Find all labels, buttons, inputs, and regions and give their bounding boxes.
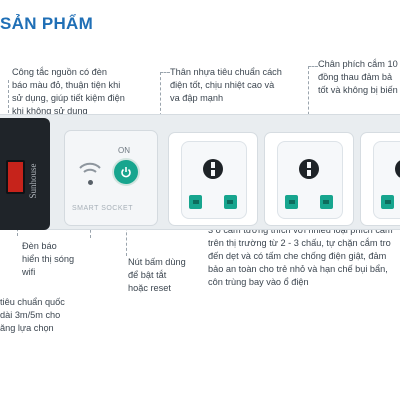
power-icon <box>121 167 131 178</box>
note-plastic-body: Thân nhựa tiêu chuẩn cách điện tốt, chịu… <box>170 66 282 105</box>
slot <box>211 170 215 176</box>
ground-slot <box>299 159 319 179</box>
wifi-icon <box>79 162 101 173</box>
note-line: ăng lựa chọn <box>0 323 54 333</box>
leader-line <box>160 72 161 152</box>
note-line: Nút bấm dùng <box>128 257 186 267</box>
slot <box>227 200 233 204</box>
leader-line <box>160 72 170 73</box>
note-line: Công tắc nguồn có đèn <box>12 67 108 77</box>
note-line: Thân nhựa tiêu chuẩn cách <box>170 67 282 77</box>
slot <box>385 200 391 204</box>
smart-module <box>64 130 158 226</box>
note-line: hoặc reset <box>128 283 171 293</box>
leader-line <box>308 66 318 67</box>
on-label: ON <box>118 146 130 155</box>
note-line: tiêu chuẩn quốc <box>0 297 65 307</box>
module-label: SMART SOCKET <box>72 205 133 212</box>
note-line: báo màu đỏ, thuận tiện khi <box>12 80 121 90</box>
slot <box>211 162 215 168</box>
note-line: va đập mạnh <box>170 93 224 103</box>
slot <box>307 170 311 176</box>
note-line: để bật tắt <box>128 270 167 280</box>
note-power-cable: tiêu chuẩn quốc dài 3m/5m cho ăng lựa ch… <box>0 296 65 335</box>
outlet[interactable] <box>168 132 258 226</box>
note-line: dài 3m/5m cho <box>0 310 61 320</box>
slot <box>307 162 311 168</box>
note-outlets: 3 ổ cắm tương thích với nhiều loại phích… <box>208 224 393 289</box>
slot <box>323 200 329 204</box>
ground-slot <box>395 159 400 179</box>
note-line: điện tốt, chịu nhiệt cao và <box>170 80 275 90</box>
note-brass-pins: Chân phích cắm 10 đồng thau đảm bả tốt v… <box>318 58 398 97</box>
note-line: sử dụng, giúp tiết kiệm điện <box>12 93 125 103</box>
outlet[interactable] <box>264 132 354 226</box>
note-wifi-indicator: Đèn báo hiển thị sóng wifi <box>22 240 74 279</box>
note-line: đồng thau đảm bả <box>318 72 393 82</box>
slot <box>193 200 199 204</box>
note-line: wifi <box>22 267 36 277</box>
note-line: hiển thị sóng <box>22 254 75 264</box>
note-line: trên thị trường từ 2 - 3 chấu, tự chặn c… <box>208 238 391 248</box>
wifi-indicator-led <box>88 180 93 185</box>
note-line: 3 ổ cắm tương thích với nhiều loại phích… <box>208 225 393 235</box>
note-power-switch: Công tắc nguồn có đèn báo màu đỏ, thuận … <box>12 66 125 118</box>
note-line: tốt và không bị biến <box>318 85 398 95</box>
leader-line <box>8 80 9 138</box>
note-line: khi không sử dụng <box>12 106 88 116</box>
brand-label: Sunhouse <box>28 163 38 199</box>
note-line: côn trùng bay vào ổ điện <box>208 277 309 287</box>
ground-slot <box>203 159 223 179</box>
note-line: bảo an toàn cho trẻ nhỏ và hạn chế bụi b… <box>208 264 388 274</box>
slot <box>289 200 295 204</box>
note-reset-button: Nút bấm dùng để bật tắt hoặc reset <box>128 256 186 295</box>
page-title: SẢN PHẨM <box>0 14 94 33</box>
power-switch[interactable] <box>6 160 25 194</box>
note-line: Đèn báo <box>22 241 57 251</box>
note-line: Chân phích cắm 10 <box>318 59 398 69</box>
outlet[interactable] <box>360 132 400 226</box>
note-line: đến dẹt và có tấm che chống điện giật, đ… <box>208 251 387 261</box>
